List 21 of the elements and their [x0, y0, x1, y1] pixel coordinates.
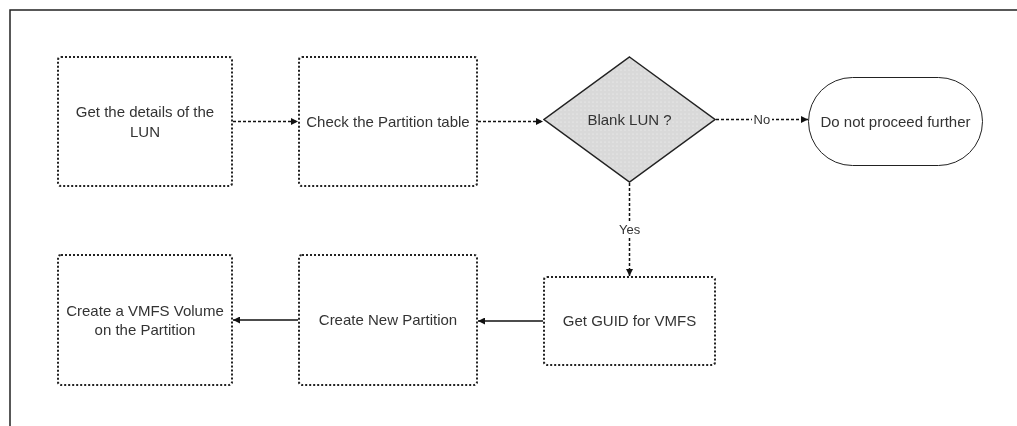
edge-label: Yes: [617, 222, 643, 237]
arrow: [232, 316, 299, 324]
node-label: Blank LUN ?: [586, 109, 673, 130]
arrow: [477, 317, 544, 325]
process-box: [57, 56, 233, 187]
arrow: [715, 116, 809, 123]
node-label: Do not proceed further: [819, 111, 972, 132]
decision-diamond: [543, 56, 716, 183]
node-label: Get GUID for VMFS: [561, 311, 698, 331]
process-box: [543, 276, 716, 366]
node-label: Check the Partition table: [305, 111, 471, 132]
arrow: [232, 118, 299, 125]
node-label: Get the details of the LUN: [74, 102, 216, 141]
process-box: [298, 254, 478, 386]
arrow: [477, 118, 544, 125]
edge-label: No: [751, 112, 773, 127]
process-box: [57, 254, 233, 386]
arrow: [626, 182, 633, 277]
process-box: [298, 56, 478, 187]
node-label: Create a VMFS Volume on the Partition: [65, 300, 225, 340]
node-label: Create New Partition: [317, 310, 459, 330]
